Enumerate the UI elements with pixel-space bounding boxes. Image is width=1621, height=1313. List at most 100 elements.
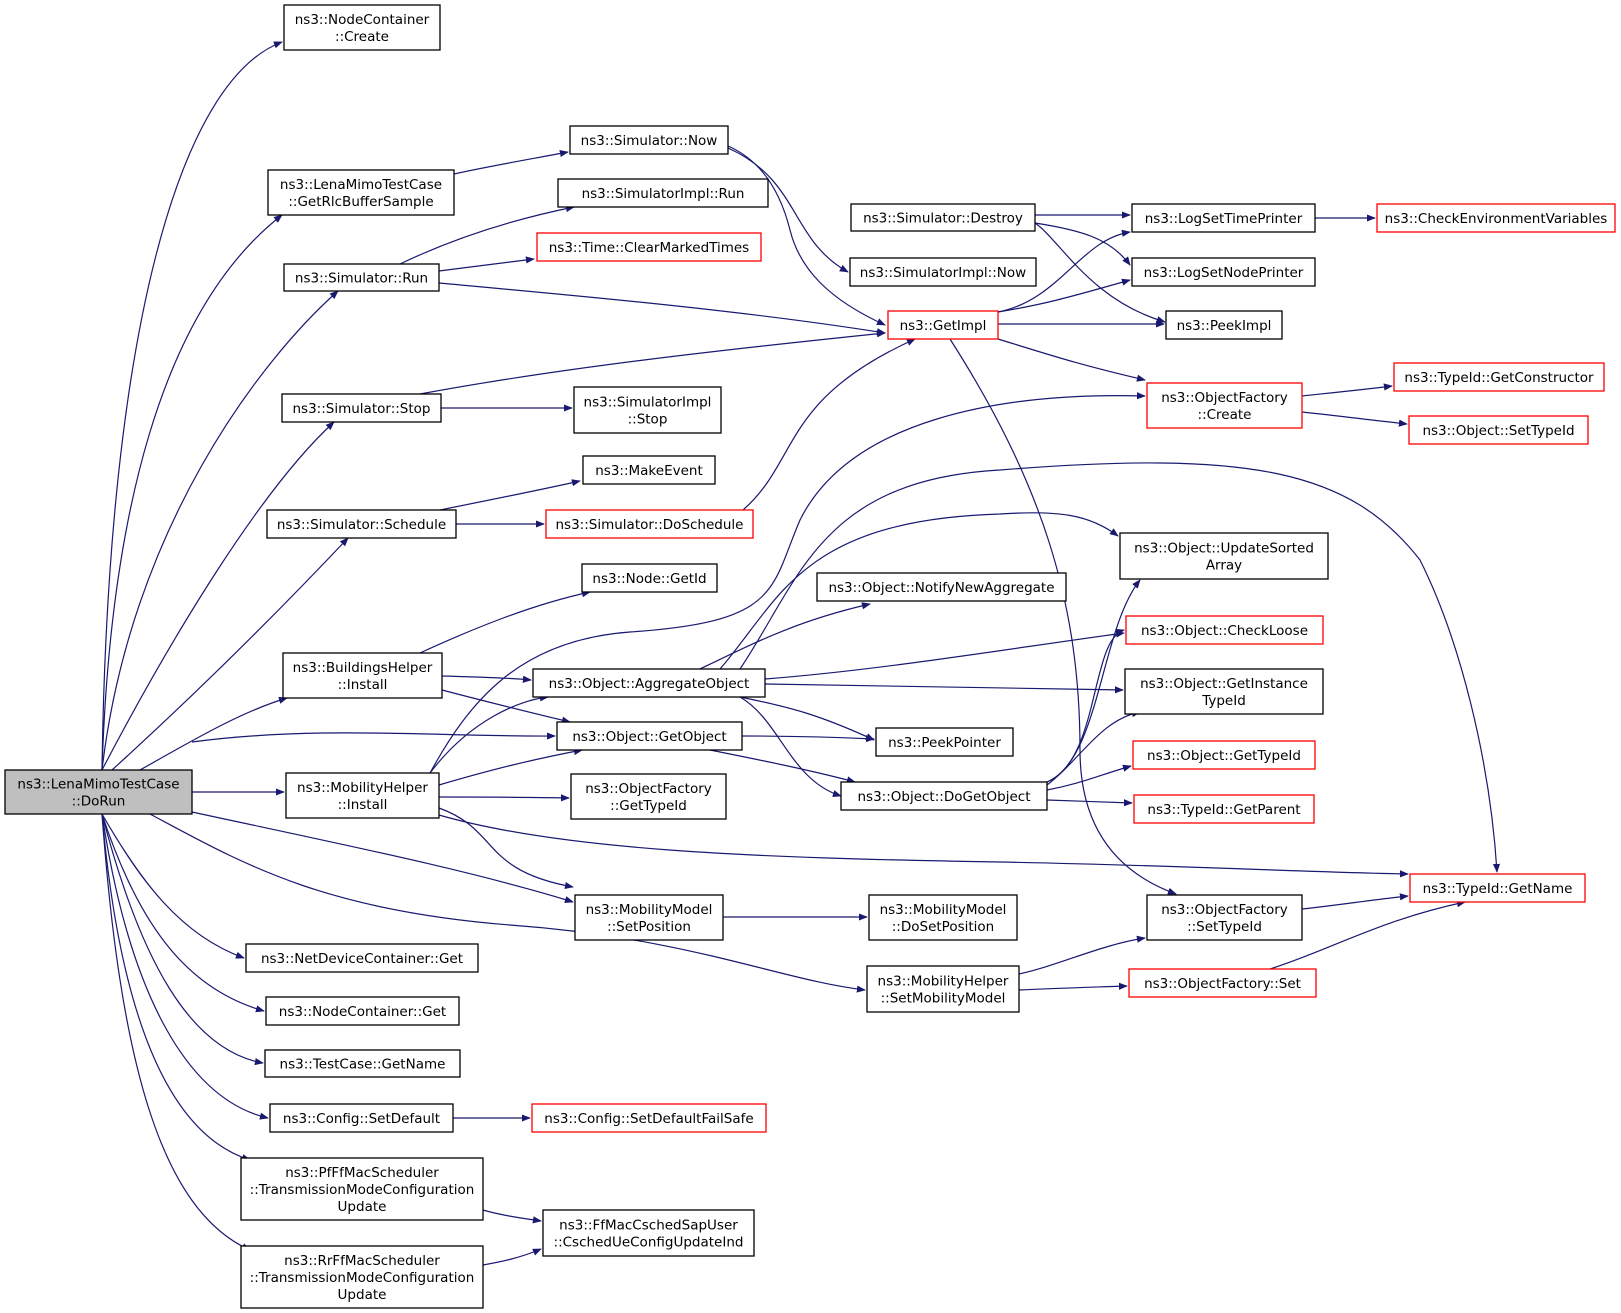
node-ndc-get[interactable]: ns3::NetDeviceContainer::Get (245, 943, 479, 973)
node-label: ns3::TypeId::GetParent (1147, 802, 1300, 818)
node-box (556, 721, 743, 751)
node-csched[interactable]: ns3::FfMacCschedSapUser::CschedUeConfigU… (542, 1209, 755, 1257)
node-obj-dogetobject[interactable]: ns3::Object::DoGetObject (840, 781, 1048, 811)
call-edge (1046, 710, 1141, 786)
node-node-getid[interactable]: ns3::Node::GetId (581, 563, 718, 593)
node-getrlc[interactable]: ns3::LenaMimoTestCase::GetRlcBufferSampl… (267, 169, 455, 216)
call-edge (699, 602, 871, 670)
node-mh-setmm[interactable]: ns3::MobilityHelper::SetMobilityModel (866, 965, 1020, 1013)
node-box (570, 773, 727, 820)
node-mh-install[interactable]: ns3::MobilityHelper::Install (285, 772, 440, 819)
node-box (267, 169, 455, 216)
call-edge (997, 338, 1146, 382)
node-box (285, 772, 440, 819)
node-obj-aggregate[interactable]: ns3::Object::AggregateObject (532, 668, 766, 698)
node-cfg-failsafe[interactable]: ns3::Config::SetDefaultFailSafe (531, 1103, 767, 1133)
node-mm-setpos[interactable]: ns3::MobilityModel::SetPosition (574, 894, 724, 941)
node-label: ns3::TestCase::GetName (280, 1057, 446, 1073)
node-label: ::GetTypeId (610, 798, 687, 814)
node-mm-dosetpos[interactable]: ns3::MobilityModel::DoSetPosition (868, 894, 1018, 941)
node-label: ::DoRun (72, 794, 126, 810)
call-edge (438, 747, 583, 786)
node-box (4, 769, 193, 815)
node-tid-getname[interactable]: ns3::TypeId::GetName (1409, 873, 1586, 903)
node-obj-notify[interactable]: ns3::Object::NotifyNewAggregate (816, 572, 1067, 602)
node-simimpl-now[interactable]: ns3::SimulatorImpl::Now (849, 257, 1037, 287)
call-edge (1301, 411, 1408, 427)
node-label: ::CschedUeConfigUpdateInd (554, 1235, 744, 1251)
node-time-clear[interactable]: ns3::Time::ClearMarkedTimes (536, 232, 762, 262)
node-label: ns3::TypeId::GetName (1423, 881, 1573, 897)
call-edge (438, 814, 1409, 878)
node-tid-getparent[interactable]: ns3::TypeId::GetParent (1133, 794, 1315, 824)
node-sim-doschedule[interactable]: ns3::Simulator::DoSchedule (545, 509, 754, 539)
node-label: ::GetRlcBufferSample (288, 194, 433, 210)
call-edge (997, 278, 1131, 313)
node-obj-getobject[interactable]: ns3::Object::GetObject (556, 721, 743, 751)
node-box (240, 1157, 484, 1221)
node-getimpl[interactable]: ns3::GetImpl (887, 310, 999, 340)
call-edge (719, 512, 1119, 670)
node-label: ns3::Node::GetId (592, 571, 706, 587)
node-sim-schedule[interactable]: ns3::Simulator::Schedule (266, 509, 457, 539)
node-logsettime[interactable]: ns3::LogSetTimePrinter (1131, 203, 1316, 233)
node-label: ns3::LenaMimoTestCase (17, 777, 179, 793)
node-obj-gettypeid[interactable]: ns3::Object::GetTypeId (1132, 740, 1316, 770)
call-edge (1046, 628, 1125, 783)
node-root[interactable]: ns3::LenaMimoTestCase::DoRun (4, 769, 193, 815)
node-nc-get[interactable]: ns3::NodeContainer::Get (265, 996, 460, 1026)
node-of-create[interactable]: ns3::ObjectFactory::Create (1146, 382, 1303, 429)
node-label: ns3::Simulator::Destroy (863, 211, 1023, 227)
call-edge (741, 735, 875, 743)
node-label: ns3::Simulator::Now (581, 133, 718, 149)
node-peekpointer[interactable]: ns3::PeekPointer (875, 727, 1014, 757)
node-label: ns3::Config::SetDefault (283, 1111, 440, 1127)
node-simimpl-run[interactable]: ns3::SimulatorImpl::Run (557, 178, 769, 208)
node-makeevent[interactable]: ns3::MakeEvent (582, 455, 716, 485)
node-tid-getctor[interactable]: ns3::TypeId::GetConstructor (1393, 362, 1605, 392)
call-edge (101, 214, 283, 771)
node-label: ns3::Config::SetDefaultFailSafe (544, 1111, 753, 1127)
node-label: ::TransmissionModeConfiguration (250, 1270, 475, 1286)
call-edge (727, 147, 849, 273)
node-obj-checkloose[interactable]: ns3::Object::CheckLoose (1125, 615, 1324, 645)
node-bh-install[interactable]: ns3::BuildingsHelper::Install (282, 652, 443, 699)
node-label: ::Stop (628, 412, 668, 428)
node-sim-now[interactable]: ns3::Simulator::Now (569, 125, 729, 155)
node-box (266, 509, 457, 539)
node-label: ns3::LogSetTimePrinter (1145, 211, 1303, 227)
node-box (1165, 310, 1283, 340)
call-edge (438, 282, 886, 336)
node-sim-stop[interactable]: ns3::Simulator::Stop (281, 393, 442, 423)
node-cfg-setdefault[interactable]: ns3::Config::SetDefault (269, 1103, 454, 1133)
node-sim-run[interactable]: ns3::Simulator::Run (283, 263, 440, 292)
node-box (1124, 668, 1324, 715)
node-of-settypeid[interactable]: ns3::ObjectFactory::SetTypeId (1146, 894, 1303, 941)
node-rr-tmcu[interactable]: ns3::RrFfMacScheduler::TransmissionModeC… (240, 1245, 484, 1309)
node-box (265, 996, 460, 1026)
function-nodes: ns3::LenaMimoTestCase::DoRunns3::NodeCon… (4, 4, 1616, 1309)
call-edge (101, 813, 269, 1120)
node-simimpl-stop[interactable]: ns3::SimulatorImpl::Stop (573, 386, 722, 434)
node-checkenv[interactable]: ns3::CheckEnvironmentVariables (1376, 203, 1616, 233)
node-label: ns3::NodeContainer::Get (279, 1004, 446, 1020)
node-sim-destroy[interactable]: ns3::Simulator::Destroy (850, 203, 1036, 232)
node-of-gettypeid[interactable]: ns3::ObjectFactory::GetTypeId (570, 773, 727, 820)
call-edge (482, 1209, 542, 1224)
node-logsetnode[interactable]: ns3::LogSetNodePrinter (1131, 257, 1316, 287)
node-label: TypeId (1201, 693, 1246, 709)
node-box (581, 563, 718, 593)
node-nc-create[interactable]: ns3::NodeContainer::Create (283, 4, 441, 51)
node-tc-getname[interactable]: ns3::TestCase::GetName (264, 1049, 461, 1078)
node-obj-settypeid[interactable]: ns3::Object::SetTypeId (1408, 415, 1589, 445)
call-edge (1301, 383, 1393, 397)
node-label: ::SetPosition (607, 919, 691, 935)
node-box (816, 572, 1067, 602)
node-pf-tmcu[interactable]: ns3::PfFfMacScheduler::TransmissionModeC… (240, 1157, 484, 1221)
call-edge (101, 813, 265, 1013)
node-of-set[interactable]: ns3::ObjectFactory::Set (1128, 968, 1317, 998)
node-box (868, 894, 1018, 941)
node-peekimpl[interactable]: ns3::PeekImpl (1165, 310, 1283, 340)
